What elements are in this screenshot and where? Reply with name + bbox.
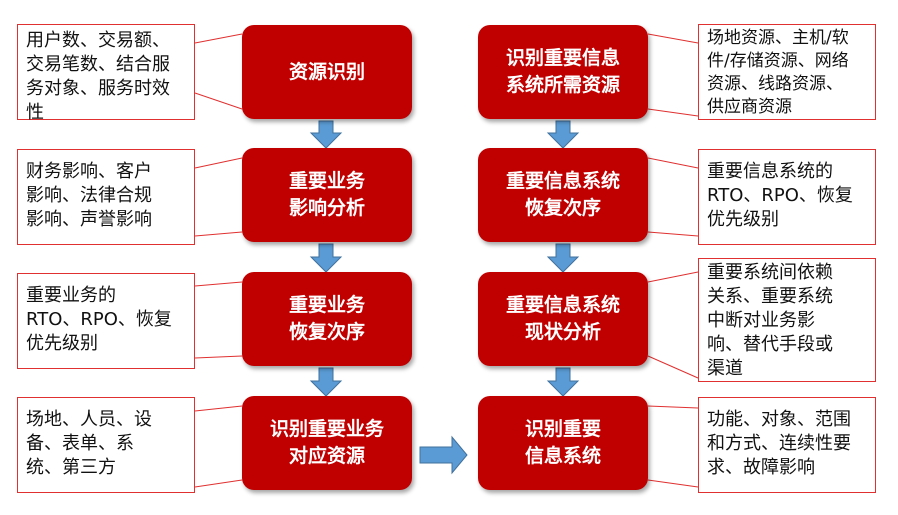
note-connector-right-3b bbox=[647, 355, 699, 379]
step-label: 重要信息系统 bbox=[505, 294, 620, 316]
note-line: 中断对业务影 bbox=[707, 310, 815, 331]
note-line: 优先级别 bbox=[707, 209, 779, 230]
step-system-status-analysis: 重要信息系统 现状分析 bbox=[478, 272, 648, 366]
step-business-recovery-order: 重要业务 恢复次序 bbox=[242, 272, 412, 366]
step-label: 重要信息系统 bbox=[505, 170, 620, 192]
note-line: 性 bbox=[26, 102, 44, 123]
note-business-resources: 场地、人员、设 备、表单、系 统、第三方 bbox=[17, 397, 195, 493]
note-line: RTO、RPO、恢复 bbox=[707, 185, 853, 206]
note-line: 功能、对象、范围 bbox=[707, 409, 851, 430]
down-arrow-right-3 bbox=[546, 367, 580, 397]
note-connector-right-1b bbox=[647, 108, 699, 117]
note-line: 关系、重要系统 bbox=[707, 286, 833, 307]
down-arrow-left-1 bbox=[309, 120, 343, 149]
note-important-systems: 功能、对象、范围 和方式、连续性要 求、故障影响 bbox=[698, 397, 876, 493]
step-label: 识别重要信息 bbox=[505, 47, 620, 69]
note-line: 财务影响、客户 bbox=[26, 161, 152, 182]
note-connector-right-4 bbox=[647, 405, 699, 409]
note-connector-left-3b bbox=[194, 355, 243, 359]
step-identify-system-resources: 识别重要信息 系统所需资源 bbox=[478, 25, 648, 119]
step-business-impact-analysis: 重要业务 影响分析 bbox=[242, 148, 412, 242]
step-identify-important-systems: 识别重要 信息系统 bbox=[478, 396, 648, 490]
note-line: 和方式、连续性要 bbox=[707, 433, 851, 454]
down-arrow-right-1 bbox=[546, 120, 580, 149]
note-resource-identification: 用户数、交易额、 交易笔数、结合服 务对象、服务时效 性 bbox=[17, 24, 195, 123]
step-label: 重要业务 bbox=[288, 294, 365, 316]
step-label: 系统所需资源 bbox=[505, 74, 620, 96]
step-label: 现状分析 bbox=[524, 321, 601, 343]
note-connector-right-3 bbox=[647, 271, 699, 283]
step-label: 信息系统 bbox=[524, 445, 601, 467]
note-business-impact: 财务影响、客户 影响、法律合规 影响、声誉影响 bbox=[17, 149, 195, 245]
step-system-recovery-order: 重要信息系统 恢复次序 bbox=[478, 148, 648, 242]
down-arrow-left-2 bbox=[309, 243, 343, 273]
note-line: 重要信息系统的 bbox=[707, 161, 833, 182]
note-connector-right-2 bbox=[647, 157, 699, 169]
step-resource-identification: 资源识别 bbox=[242, 25, 412, 119]
note-line: 资源、线路资源、 bbox=[707, 74, 843, 94]
note-line: 务对象、服务时效 bbox=[26, 78, 170, 99]
note-line: 求、故障影响 bbox=[707, 457, 815, 478]
note-connector-left-4 bbox=[194, 405, 243, 412]
note-line: 场地、人员、设 bbox=[26, 409, 152, 430]
note-system-recovery-order: 重要信息系统的 RTO、RPO、恢复 优先级别 bbox=[698, 149, 876, 245]
note-line: 统、第三方 bbox=[26, 457, 116, 478]
note-business-recovery-order: 重要业务的 RTO、RPO、恢复 优先级别 bbox=[17, 273, 195, 369]
note-connector-left-3 bbox=[194, 281, 243, 287]
note-connector-right-4b bbox=[647, 479, 699, 488]
step-label: 恢复次序 bbox=[288, 321, 365, 343]
note-connector-left-1b bbox=[194, 92, 243, 110]
step-label: 对应资源 bbox=[288, 445, 365, 467]
note-connector-left-1 bbox=[194, 33, 243, 44]
right-arrow-bridge bbox=[419, 435, 468, 475]
note-connector-right-2b bbox=[647, 231, 699, 237]
note-connector-left-4b bbox=[194, 479, 243, 488]
note-line: 用户数、交易额、 bbox=[26, 30, 170, 51]
note-system-resources: 场地资源、主机/软 件/存储资源、网络 资源、线路资源、 供应商资源 bbox=[698, 24, 876, 120]
note-line: 备、表单、系 bbox=[26, 433, 134, 454]
note-line: 渠道 bbox=[707, 358, 743, 379]
step-label: 影响分析 bbox=[288, 197, 365, 219]
note-connector-left-2 bbox=[194, 157, 243, 169]
step-identify-business-resources: 识别重要业务 对应资源 bbox=[242, 396, 412, 490]
note-line: 影响、法律合规 bbox=[26, 185, 152, 206]
note-line: 重要业务的 bbox=[26, 285, 116, 306]
step-label: 资源识别 bbox=[288, 60, 365, 83]
step-label: 识别重要 bbox=[524, 418, 601, 440]
down-arrow-left-3 bbox=[309, 367, 343, 397]
note-connector-right-1 bbox=[647, 33, 699, 44]
note-connector-left-2b bbox=[194, 231, 243, 237]
down-arrow-right-2 bbox=[546, 243, 580, 273]
step-label: 识别重要业务 bbox=[269, 418, 384, 440]
step-label: 重要业务 bbox=[288, 170, 365, 192]
note-system-status: 重要系统间依赖 关系、重要系统 中断对业务影 响、替代手段或 渠道 bbox=[698, 258, 876, 382]
note-line: 影响、声誉影响 bbox=[26, 209, 152, 230]
note-line: 重要系统间依赖 bbox=[707, 262, 833, 283]
note-line: 优先级别 bbox=[26, 333, 98, 354]
note-line: 交易笔数、结合服 bbox=[26, 54, 170, 75]
note-line: 件/存储资源、网络 bbox=[707, 51, 849, 71]
note-line: 场地资源、主机/软 bbox=[707, 28, 849, 48]
note-line: RTO、RPO、恢复 bbox=[26, 309, 172, 330]
step-label: 恢复次序 bbox=[524, 197, 601, 219]
note-line: 响、替代手段或 bbox=[707, 334, 833, 355]
note-line: 供应商资源 bbox=[707, 97, 792, 117]
